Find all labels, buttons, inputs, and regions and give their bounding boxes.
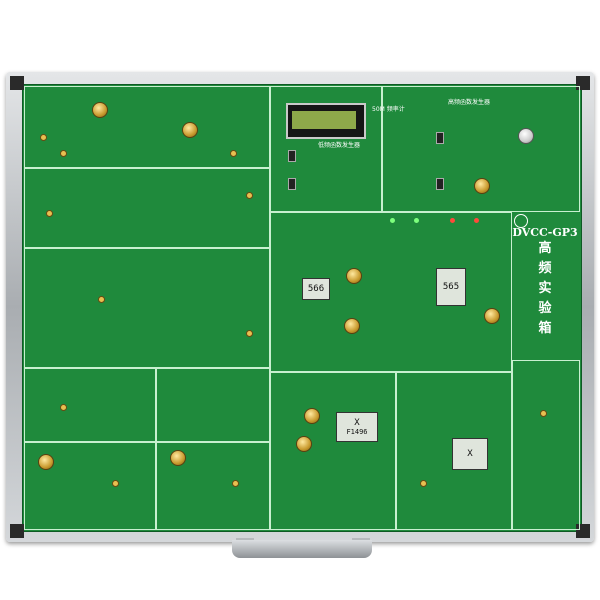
socket[interactable]	[246, 192, 253, 199]
switch-4[interactable]	[436, 178, 444, 190]
led-green-1	[390, 218, 395, 223]
led-green-2	[414, 218, 419, 223]
title-char-3: 实	[538, 281, 552, 296]
title-char-5: 箱	[538, 321, 552, 336]
carry-handle	[232, 540, 372, 558]
lcd-screen	[292, 111, 356, 129]
socket[interactable]	[60, 150, 67, 157]
panel-pll	[270, 212, 512, 372]
socket[interactable]	[540, 410, 547, 417]
switch-2[interactable]	[288, 178, 296, 190]
panel-detector	[156, 442, 270, 530]
lcd-display	[286, 103, 366, 139]
knob-9[interactable]	[38, 454, 54, 470]
knob-3[interactable]	[474, 178, 490, 194]
panel-lc-filter	[24, 442, 156, 530]
knob-2[interactable]	[182, 122, 198, 138]
panel-freq-meter	[270, 86, 382, 212]
panel-am-mod	[270, 372, 396, 530]
knob-1[interactable]	[92, 102, 108, 118]
knob-6[interactable]	[484, 308, 500, 324]
knob-10[interactable]	[170, 450, 186, 466]
socket[interactable]	[46, 210, 53, 217]
knob-silver[interactable]	[518, 128, 534, 144]
led-red-1	[450, 218, 455, 223]
brand-logo-icon	[514, 214, 528, 228]
panel-side-circuit	[512, 360, 580, 530]
ic-566: 566	[302, 278, 330, 300]
ic-f1496-label: F1496	[346, 428, 368, 436]
socket[interactable]	[232, 480, 239, 487]
side-title-block: DVCC-GP3 高 频 实 验 箱	[512, 210, 578, 360]
socket[interactable]	[60, 404, 67, 411]
title-char-1: 高	[538, 241, 552, 256]
socket[interactable]	[246, 330, 253, 337]
knob-4[interactable]	[346, 268, 362, 284]
ic-565: 565	[436, 268, 466, 306]
socket[interactable]	[40, 134, 47, 141]
panel-hf-generator	[382, 86, 580, 212]
socket[interactable]	[112, 480, 119, 487]
knob-7[interactable]	[304, 408, 320, 424]
knob-5[interactable]	[344, 318, 360, 334]
high-freq-gen-label: 高频函数发生器	[448, 99, 491, 106]
led-red-2	[474, 218, 479, 223]
switch-3[interactable]	[436, 132, 444, 144]
ic-x-label: X	[354, 418, 360, 428]
ic-multiplier-2: X	[452, 438, 488, 470]
model-label: DVCC-GP3	[512, 226, 578, 239]
freq-meter-label: 50M 频率计	[372, 106, 405, 113]
title-char-4: 验	[538, 301, 552, 316]
corner-tl	[10, 76, 24, 90]
title-char-2: 频	[538, 261, 552, 276]
ic-f1496: X F1496	[336, 412, 378, 442]
socket[interactable]	[230, 150, 237, 157]
socket[interactable]	[420, 480, 427, 487]
panel-mixer	[24, 368, 156, 442]
panel-amp-mid	[24, 168, 270, 248]
low-freq-gen-label: 低频函数发生器	[318, 142, 361, 149]
panel-hf-power-amp	[24, 248, 270, 368]
switch-1[interactable]	[288, 150, 296, 162]
socket[interactable]	[98, 296, 105, 303]
panel-amp-top	[24, 86, 270, 168]
panel-osc	[156, 368, 270, 442]
knob-8[interactable]	[296, 436, 312, 452]
panel-am-demod	[396, 372, 512, 530]
corner-bl	[10, 524, 24, 538]
